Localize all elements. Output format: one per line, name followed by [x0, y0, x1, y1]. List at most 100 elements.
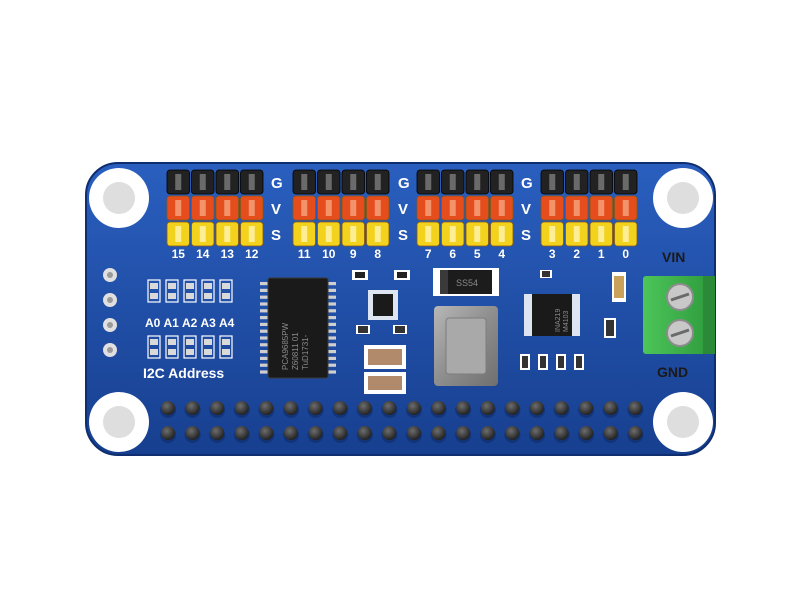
gpio-pin — [456, 401, 471, 415]
mounting-hole — [89, 168, 149, 228]
row-label-s: S — [271, 227, 281, 244]
servo-header-block — [292, 169, 390, 247]
address-label: A2 — [182, 316, 198, 330]
row-label-g: G — [398, 175, 410, 192]
channel-number: 10 — [322, 247, 336, 261]
gpio-pin — [554, 426, 569, 440]
channel-number: 6 — [449, 247, 456, 261]
mounting-hole — [653, 392, 713, 452]
gpio-pin — [234, 401, 249, 415]
gpio-pin — [185, 401, 200, 415]
gpio-pin — [505, 401, 520, 415]
screw-terminal-block — [643, 276, 715, 354]
gpio-pin — [382, 426, 397, 440]
row-label-v: V — [271, 201, 281, 218]
gpio-pin — [333, 426, 348, 440]
sensor-marking-2: M4103 — [563, 310, 570, 332]
gpio-pin — [234, 426, 249, 440]
channel-number: 5 — [474, 247, 481, 261]
channel-number: 11 — [298, 247, 311, 261]
gpio-pin — [628, 426, 643, 440]
address-label: A4 — [219, 316, 235, 330]
smd-components-center — [352, 270, 410, 394]
chip-marking-2: Z60811 01 — [291, 332, 300, 370]
vin-label: VIN — [662, 249, 685, 265]
row-label-s: S — [398, 227, 408, 244]
row-label-g: G — [521, 175, 533, 192]
gpio-pin — [161, 426, 175, 440]
chip-marking-1: PCA9685PW — [281, 322, 290, 370]
channel-number: 12 — [245, 247, 259, 261]
gpio-pin — [333, 401, 348, 415]
channel-number: 14 — [196, 247, 210, 261]
row-label-g: G — [271, 175, 283, 192]
channel-number: 15 — [172, 247, 186, 261]
gpio-pin — [579, 426, 594, 440]
diode-marking: SS54 — [456, 278, 478, 288]
channel-number: 4 — [498, 247, 505, 261]
gpio-pin — [407, 401, 421, 415]
address-title: I2C Address — [143, 365, 224, 381]
channel-number: 3 — [549, 247, 556, 261]
chip-marking-3: TuD1731- — [301, 334, 310, 370]
current-sensor-chip: INA219 M4103 — [524, 294, 580, 336]
sensor-marking-1: INA219 — [555, 309, 562, 332]
channel-number: 7 — [425, 247, 432, 261]
gpio-pin — [431, 401, 446, 415]
gpio-pin — [603, 401, 618, 415]
row-label-v: V — [521, 201, 531, 218]
gpio-pin — [357, 401, 372, 415]
gpio-pin — [480, 401, 495, 415]
row-label-s: S — [521, 227, 531, 244]
gpio-pin — [505, 426, 520, 440]
gpio-pin — [628, 401, 643, 415]
gpio-pin — [308, 401, 323, 415]
gpio-pin — [480, 426, 495, 440]
pwm-controller-chip: PCA9685PW Z60811 01 TuD1731- — [260, 277, 336, 379]
gpio-pin — [382, 401, 397, 415]
channel-number: 8 — [374, 247, 381, 261]
channel-number: 2 — [573, 247, 580, 261]
gpio-pin — [308, 426, 323, 440]
gpio-pin — [357, 426, 372, 440]
channel-number: 13 — [221, 247, 235, 261]
gpio-pin — [407, 426, 421, 440]
gpio-pin — [210, 426, 225, 440]
gpio-pin — [456, 426, 471, 440]
row-label-v: V — [398, 201, 408, 218]
gpio-pin — [603, 426, 618, 440]
power-inductor — [434, 306, 498, 386]
address-label: A1 — [164, 316, 180, 330]
gpio-pin — [284, 401, 298, 415]
channel-number: 0 — [622, 247, 629, 261]
address-label: A0 — [145, 316, 161, 330]
side-pads — [103, 268, 117, 357]
gpio-pin — [530, 401, 544, 415]
address-label: A3 — [201, 316, 217, 330]
gpio-pin — [431, 426, 446, 440]
channel-number: 1 — [598, 247, 605, 261]
servo-headers — [166, 169, 638, 247]
address-jumper-pads — [147, 279, 233, 359]
gpio-pin — [579, 401, 594, 415]
gpio-pin — [284, 426, 298, 440]
gpio-pin — [185, 426, 200, 440]
schottky-diode: SS54 — [433, 268, 499, 296]
smd-components-right — [520, 270, 626, 370]
gpio-pin — [530, 426, 544, 440]
servo-header-block — [166, 169, 264, 247]
mounting-hole — [653, 168, 713, 228]
servo-header-block — [540, 169, 638, 247]
gpio-header-40-pin — [160, 401, 644, 443]
gpio-pin — [554, 401, 569, 415]
gnd-label: GND — [657, 364, 688, 380]
gpio-pin — [161, 401, 175, 415]
gpio-pin — [259, 426, 274, 440]
gpio-pin — [259, 401, 274, 415]
mounting-hole — [89, 392, 149, 452]
channel-number: 9 — [350, 247, 357, 261]
